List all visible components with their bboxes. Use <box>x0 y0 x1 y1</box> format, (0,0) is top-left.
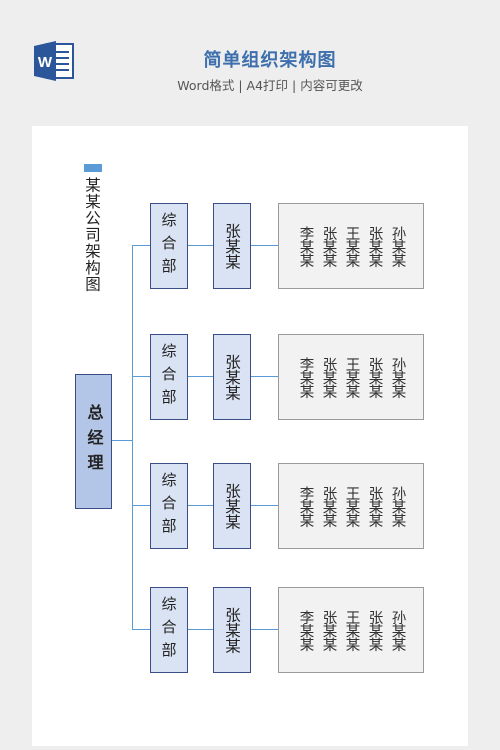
connector-manager-members <box>251 629 278 630</box>
member-name: 王某某 <box>343 485 360 527</box>
dept-label: 综合部 <box>159 471 178 541</box>
dept-label: 综合部 <box>159 211 178 281</box>
manager-label: 张某某 <box>223 353 241 401</box>
manager-box: 张某某 <box>213 463 251 549</box>
member-name: 张某某 <box>320 356 337 398</box>
title-accent-bar <box>84 164 102 172</box>
member-name: 张某某 <box>366 609 383 651</box>
members-box: 李某某 张某某 王某某 张某某 孙某某 <box>278 203 424 289</box>
member-name: 孙某某 <box>389 225 406 267</box>
member-name: 张某某 <box>320 609 337 651</box>
general-manager-box: 总经理 <box>75 374 112 509</box>
member-name: 王某某 <box>343 609 360 651</box>
header-banner: W 简单组织架构图 Word格式 | A4打印 | 内容可更改 <box>0 0 500 105</box>
dept-box: 综合部 <box>150 334 188 420</box>
manager-label: 张某某 <box>223 222 241 270</box>
dept-box: 综合部 <box>150 203 188 289</box>
members-box: 李某某 张某某 王某某 张某某 孙某某 <box>278 463 424 549</box>
members-box: 李某某 张某某 王某某 张某某 孙某某 <box>278 587 424 673</box>
connector-branch <box>132 629 150 630</box>
connector-branch <box>132 505 150 506</box>
member-name: 孙某某 <box>389 356 406 398</box>
connector-dept-manager <box>188 629 213 630</box>
page-title: 简单组织架构图 <box>203 50 337 71</box>
connector-dept-manager <box>188 245 213 246</box>
manager-label: 张某某 <box>223 606 241 654</box>
member-name: 张某某 <box>320 225 337 267</box>
svg-text:W: W <box>38 54 53 71</box>
dept-box: 综合部 <box>150 587 188 673</box>
member-name: 王某某 <box>343 225 360 267</box>
general-manager-label: 总经理 <box>84 404 104 479</box>
connector-manager-members <box>251 245 278 246</box>
page-subtitle: Word格式 | A4打印 | 内容可更改 <box>177 78 363 93</box>
connector-dept-manager <box>188 376 213 377</box>
member-name: 李某某 <box>297 609 314 651</box>
connector-dept-manager <box>188 505 213 506</box>
member-name: 孙某某 <box>389 485 406 527</box>
member-name: 李某某 <box>297 485 314 527</box>
dept-box: 综合部 <box>150 463 188 549</box>
connector-manager-members <box>251 505 278 506</box>
member-name: 李某某 <box>297 356 314 398</box>
connector-branch <box>132 245 150 246</box>
connector-boss <box>112 440 132 441</box>
manager-box: 张某某 <box>213 203 251 289</box>
member-name: 王某某 <box>343 356 360 398</box>
manager-box: 张某某 <box>213 587 251 673</box>
member-name: 张某某 <box>320 485 337 527</box>
member-name: 孙某某 <box>389 609 406 651</box>
manager-box: 张某某 <box>213 334 251 420</box>
manager-label: 张某某 <box>223 482 241 530</box>
member-name: 张某某 <box>366 225 383 267</box>
member-name: 李某某 <box>297 225 314 267</box>
connector-branch <box>132 376 150 377</box>
dept-label: 综合部 <box>159 342 178 412</box>
members-box: 李某某 张某某 王某某 张某某 孙某某 <box>278 334 424 420</box>
word-logo-icon: W <box>34 41 74 81</box>
connector-manager-members <box>251 376 278 377</box>
member-name: 张某某 <box>366 356 383 398</box>
chart-title: 某某公司架构图 <box>83 177 101 293</box>
member-name: 张某某 <box>366 485 383 527</box>
connector-trunk <box>132 245 133 630</box>
dept-label: 综合部 <box>159 595 178 665</box>
